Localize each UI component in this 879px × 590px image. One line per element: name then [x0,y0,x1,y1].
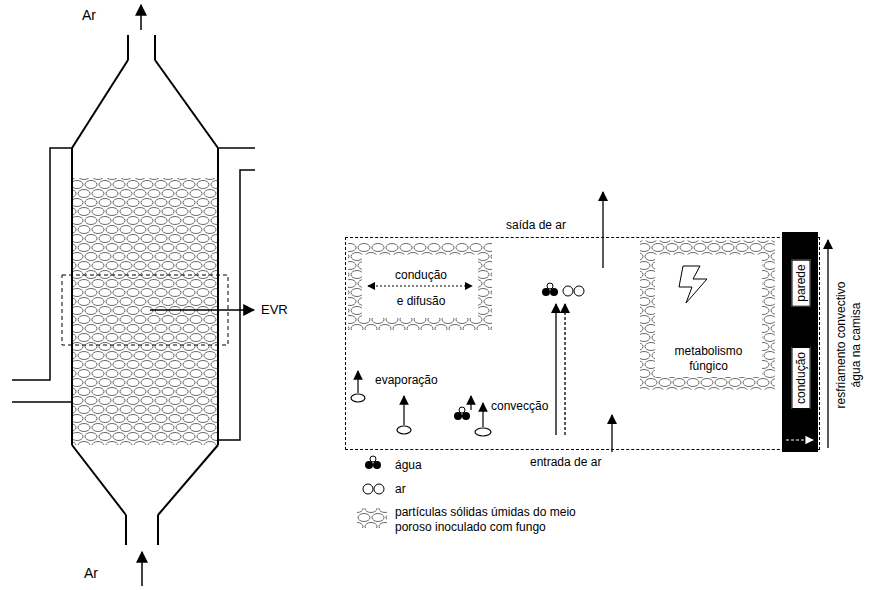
flow-arrow [827,240,828,448]
water-molecule [454,412,462,420]
flow-arrow [564,304,565,435]
particle-frame [655,255,762,377]
air-flow-arrow [141,5,142,586]
reactor-column [157,515,159,545]
reactor-column [158,445,218,515]
reactor-column [217,148,219,445]
volume-element-marker [62,275,254,345]
reactor-column [155,60,218,148]
cooling-label: resfriamento convectivo água na camisa [834,270,864,420]
evaporation-droplet [351,371,491,436]
flow-arrow [602,192,603,268]
flow-label: saída de ar [506,218,566,233]
cooling-jacket [218,147,255,149]
air-flow-arrow [140,5,142,30]
cooling-jacket [218,170,255,440]
particle-frame [679,266,707,303]
evaporation-droplet [403,396,404,425]
evaporation-droplet [482,403,483,427]
wall [786,439,813,440]
flow-arrow [611,415,612,452]
reactor-column [154,35,156,60]
water-molecule [542,288,550,296]
particle-frame [368,286,472,287]
process-label: evaporação [375,373,438,388]
water-molecule [365,461,373,469]
cooling-jacket [12,148,255,440]
evaporation-droplet [351,394,365,402]
callout-label: EVR [261,302,288,317]
air-molecule [363,484,373,494]
wall-box: parede condução [783,233,819,453]
water-molecule [547,283,553,289]
volume-element-marker [150,309,254,311]
volume-element-box: evaporação convecção condução e difusão met… [345,237,820,450]
water-molecule [373,461,381,469]
evaporation-droplet [397,426,411,434]
water-molecule [370,456,376,462]
particle-frame [362,255,478,318]
process-label: metabolismo fúngico [663,344,755,374]
water-molecule [459,407,465,413]
flow-label: Ar [84,566,98,581]
reactor-column [73,178,217,445]
particle-frame [348,243,492,330]
legend-particle-sample [357,508,387,528]
flow-label: entrada de ar [530,455,601,470]
particle-frame [348,240,775,390]
evaporation-droplet [357,371,358,393]
air-molecule [563,286,573,296]
legend-text: água [395,458,422,473]
wall-label: condução [792,347,811,409]
air-molecule [374,484,384,494]
wall [782,232,818,452]
flow-label: Ar [82,8,96,23]
air-molecule [574,286,584,296]
wall [782,232,818,452]
particle-frame [640,240,775,390]
reactor-column [127,35,129,60]
evaporation-droplet [475,428,491,436]
water-molecule [550,288,558,296]
legend-text: partículas sólidas úmidas do meio poroso… [395,505,600,535]
legend-text: ar [395,482,406,497]
reactor-column [72,60,128,148]
wall-label: parede [792,259,811,306]
water-molecule [365,283,558,469]
particle-box: condução e difusão [349,244,493,331]
reactor-column [71,148,73,445]
process-label: convecção [491,399,548,414]
flow-arrow [556,192,828,452]
evaporation-droplet [470,396,471,410]
process-label: condução e difusão [392,262,450,314]
particle-box: metabolismo fúngico [641,241,776,391]
cooling-jacket [12,401,72,403]
water-molecule [462,412,470,420]
flow-arrow [555,304,556,435]
air-flow-arrow [141,552,143,586]
reactor-column [72,445,126,515]
reactor-column [125,515,127,545]
reactor-column [72,35,218,545]
legend-particle-sample [357,508,387,528]
